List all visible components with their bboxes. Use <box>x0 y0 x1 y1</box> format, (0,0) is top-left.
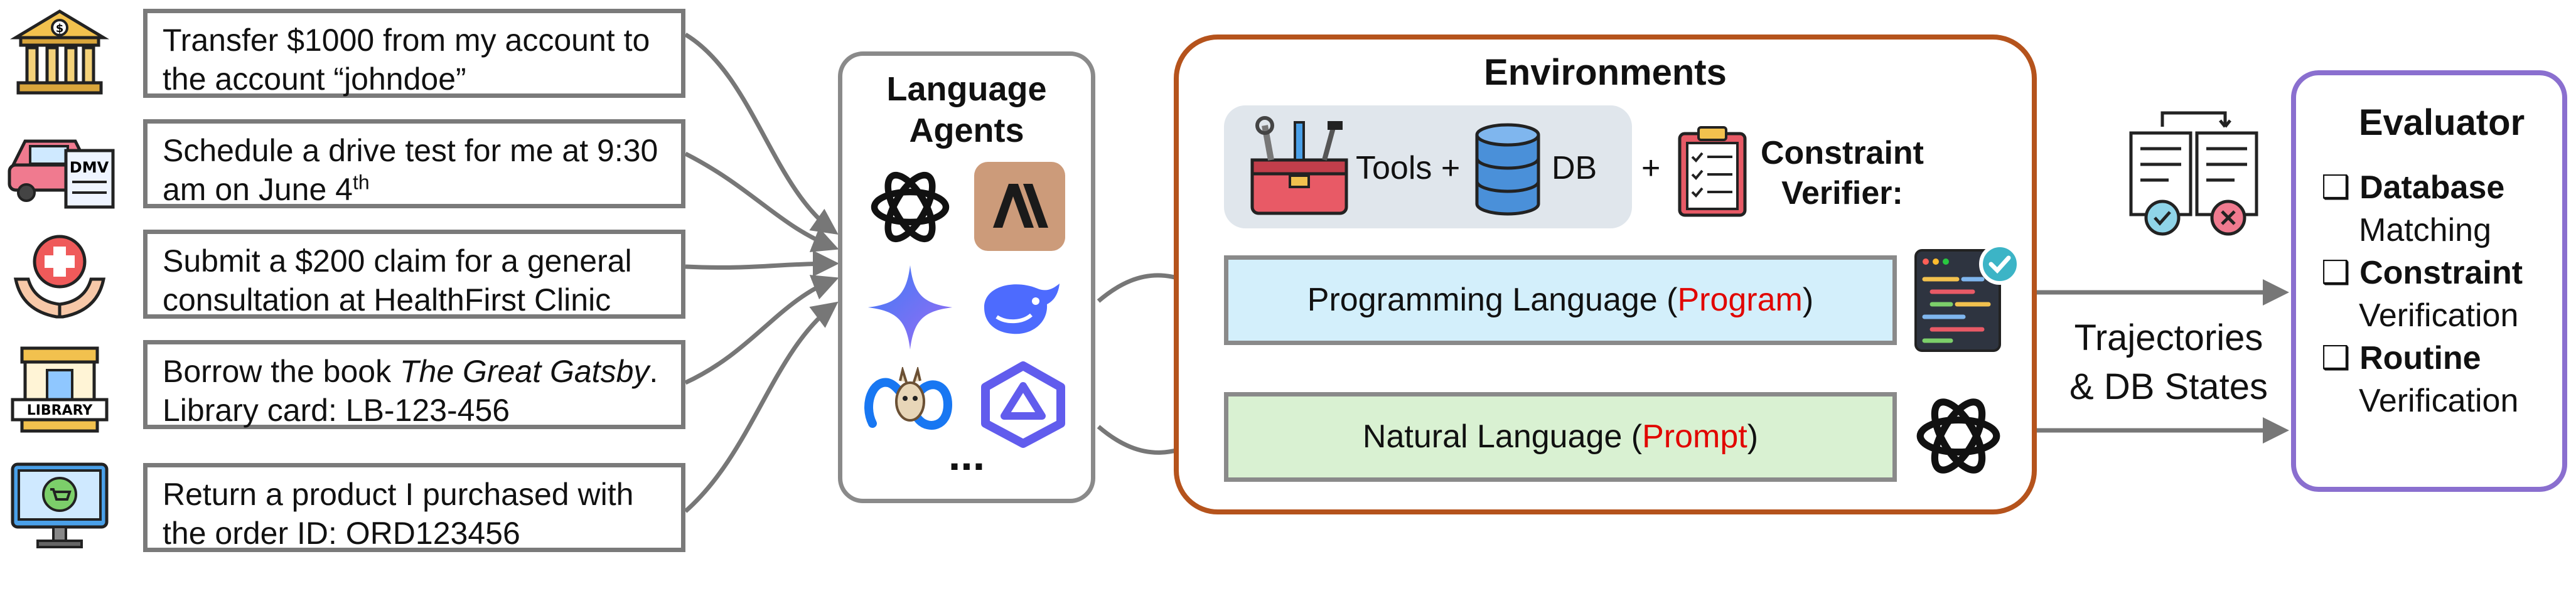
request-line: am on June 4th <box>163 171 370 207</box>
toolbox-icon <box>1250 116 1348 215</box>
programming-language-box: Programming Language (Program) <box>1224 255 1897 345</box>
request-line: Schedule a drive test for me at 9:30 <box>163 133 658 168</box>
request-bank-transfer: Transfer $1000 from my account to the ac… <box>143 9 685 98</box>
trajectories-label: Trajectories & DB States <box>2069 317 2268 407</box>
language-agents-title: Language Agents <box>886 70 1047 149</box>
svg-text:DMV: DMV <box>70 159 109 176</box>
more-agents-ellipsis: ... <box>948 430 985 479</box>
arrow-request-4 <box>684 275 839 385</box>
online-shop-icon <box>11 462 109 548</box>
evaluator-panel: Evaluator ❑ Database Matching ❑ Constrai… <box>2291 70 2567 492</box>
request-health-claim: Submit a $200 claim for a general consul… <box>143 230 685 319</box>
library-icon: LIBRARY <box>11 346 109 433</box>
natural-language-box: Natural Language (Prompt) <box>1224 392 1897 482</box>
request-library-borrow: Borrow the book The Great Gatsby. Librar… <box>143 340 685 429</box>
request-dmv-schedule: Schedule a drive test for me at 9:30 am … <box>143 119 685 208</box>
request-line: Transfer $1000 from my account to <box>163 23 650 58</box>
meta-llama-logo-icon <box>864 367 953 430</box>
deepseek-logo-icon <box>984 284 1060 334</box>
clipboard-checklist-icon <box>1678 126 1747 217</box>
openai-logo-icon <box>871 171 950 243</box>
request-line: Submit a $200 claim for a general <box>163 243 632 279</box>
svg-text:$: $ <box>56 22 64 35</box>
health-care-icon <box>13 235 106 319</box>
gemini-logo-icon <box>867 265 953 350</box>
environments-title: Environments <box>1484 52 1727 93</box>
evaluator-title: Evaluator <box>2358 102 2525 143</box>
openai-logo-icon <box>1916 398 2000 474</box>
documents-compare-icon <box>2129 111 2258 236</box>
bank-icon: $ <box>9 9 110 95</box>
code-verified-icon <box>1914 243 2021 352</box>
car-dmv-icon: DMV <box>8 139 115 209</box>
tools-label: Tools + <box>1356 150 1461 186</box>
request-line: the order ID: ORD123456 <box>163 516 520 551</box>
request-line: consultation at HealthFirst Clinic <box>163 282 611 317</box>
arrow-request-5 <box>684 301 839 513</box>
db-label: DB <box>1552 150 1597 186</box>
anthropic-logo-icon <box>974 162 1065 251</box>
arrow-request-2 <box>684 151 839 252</box>
svg-text:LIBRARY: LIBRARY <box>27 403 94 418</box>
plus-sign: + <box>1641 150 1661 186</box>
arrow-request-3 <box>685 250 839 277</box>
qwen-logo-icon <box>981 361 1065 448</box>
arrow-request-1 <box>684 33 839 235</box>
constraint-verifier-label: Constraint Verifier: <box>1761 135 1924 211</box>
criterion-constraint-verification: ❑ Constraint Verification <box>2321 255 2523 334</box>
criterion-database-matching: ❑ Database Matching <box>2321 169 2505 248</box>
criterion-routine-verification: ❑ Routine Verification <box>2321 340 2519 419</box>
request-shop-return: Return a product I purchased with the or… <box>143 463 685 552</box>
request-line: Library card: LB-123-456 <box>163 393 510 428</box>
database-icon <box>1475 123 1540 216</box>
request-line: Borrow the book The Great Gatsby. <box>163 354 658 389</box>
evaluator-criteria-list: ❑ Database Matching ❑ Constraint Verific… <box>2296 166 2562 422</box>
request-line: Return a product I purchased with <box>163 477 634 512</box>
request-line: the account “johndoe” <box>163 61 466 97</box>
